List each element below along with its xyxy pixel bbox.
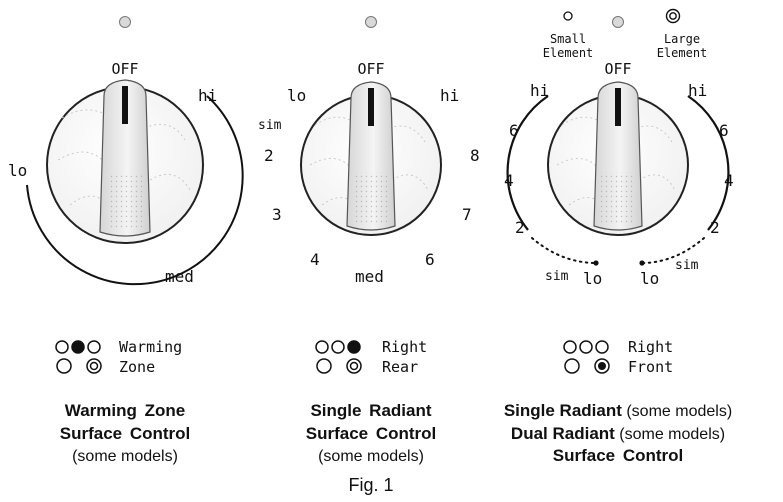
caption-line2: Surface Control: [60, 424, 191, 443]
right-rear-indicator: Right Rear: [315, 338, 427, 376]
right-scale-hi: hi: [688, 81, 707, 100]
dial-label-2: 2: [264, 146, 274, 165]
small-element-icon: [563, 11, 573, 21]
left-scale-lo: lo: [583, 269, 602, 288]
small-element-label: Small: [550, 32, 586, 46]
range-arc: [26, 95, 244, 286]
left-scale-6: 6: [509, 121, 519, 140]
left-lo-marker: [593, 260, 599, 266]
dial-label-sim: sim: [258, 118, 282, 133]
caption-line1: Single Radiant: [310, 401, 431, 420]
right-scale-sim: sim: [675, 258, 699, 273]
figure-label: Fig. 1: [348, 475, 393, 495]
caption-line1: Warming Zone: [65, 401, 185, 420]
right-scale-lo: lo: [640, 269, 659, 288]
left-scale-hi: hi: [530, 81, 549, 100]
right-scale-arc: [687, 95, 730, 231]
dual-radiant-control: Small Element Large Element OFF hi 6 4 2…: [504, 8, 734, 288]
caption-line3: (some models): [318, 448, 424, 465]
large-element-icon: [665, 8, 681, 24]
single-radiant-caption: Single Radiant Surface Control (some mod…: [306, 401, 437, 465]
dial-label-med: med: [355, 267, 384, 286]
indicator-line1: Warming: [119, 338, 182, 356]
caption-line2: Dual Radiant (some models): [511, 424, 725, 443]
control-knob[interactable]: [300, 81, 442, 236]
caption-line1-rest: (some models): [622, 403, 732, 420]
off-label: OFF: [357, 60, 384, 78]
caption-line1: Single Radiant (some models): [504, 401, 732, 420]
indicator-line2: Zone: [119, 358, 155, 376]
pointer-mark: [368, 88, 374, 126]
pointer-mark: [615, 88, 621, 126]
left-scale-4: 4: [504, 171, 514, 190]
dial-label-3: 3: [272, 205, 282, 224]
single-radiant-control: OFF lo sim 2 3 4 med 6 7 8 hi: [258, 16, 480, 286]
right-lo-marker: [639, 260, 645, 266]
control-knob[interactable]: [547, 81, 689, 236]
dial-label-7: 7: [462, 205, 472, 224]
control-knob[interactable]: [46, 79, 204, 244]
left-scale-sim: sim: [545, 269, 569, 284]
right-front-indicator: Right Front: [563, 338, 673, 376]
dial-label-8: 8: [470, 146, 480, 165]
left-scale-arc: [506, 95, 549, 231]
indicator-line1: Right: [628, 338, 673, 356]
indicator-line2: Front: [628, 358, 673, 376]
dial-label-lo: lo: [8, 161, 27, 180]
dial-label-6: 6: [425, 250, 435, 269]
caption-line3: (some models): [72, 448, 178, 465]
warming-zone-control: OFF hi lo med: [8, 16, 244, 286]
left-scale-2: 2: [515, 218, 525, 237]
dial-label-lo: lo: [287, 86, 306, 105]
indicator-light: [119, 16, 131, 28]
dial-label-4: 4: [310, 250, 320, 269]
caption-line3: Surface Control: [553, 446, 684, 465]
indicator-light: [365, 16, 377, 28]
off-label: OFF: [111, 60, 138, 78]
caption-line2: Surface Control: [306, 424, 437, 443]
caption-line1-bold: Single Radiant: [504, 401, 622, 420]
warming-zone-caption: Warming Zone Surface Control (some model…: [60, 401, 191, 465]
indicator-line1: Right: [382, 338, 427, 356]
left-sim-dots: [531, 237, 595, 264]
indicator-line2: Rear: [382, 358, 418, 376]
dial-label-hi: hi: [440, 86, 459, 105]
caption-line2-rest: (some models): [615, 426, 725, 443]
right-scale-6: 6: [719, 121, 729, 140]
small-element-label-2: Element: [543, 46, 594, 60]
right-scale-4: 4: [724, 171, 734, 190]
dual-radiant-caption: Single Radiant (some models) Dual Radian…: [504, 401, 732, 465]
dial-label-hi: hi: [198, 86, 217, 105]
pointer-mark: [122, 86, 128, 124]
off-label: OFF: [604, 60, 631, 78]
large-element-label-2: Element: [657, 46, 708, 60]
caption-line2-bold: Dual Radiant: [511, 424, 615, 443]
large-element-label: Large: [664, 32, 700, 46]
indicator-light: [612, 16, 624, 28]
warming-zone-indicator: Warming Zone: [55, 338, 182, 376]
dial-label-med: med: [165, 267, 194, 286]
right-sim-dots: [643, 237, 705, 264]
right-scale-2: 2: [710, 218, 720, 237]
